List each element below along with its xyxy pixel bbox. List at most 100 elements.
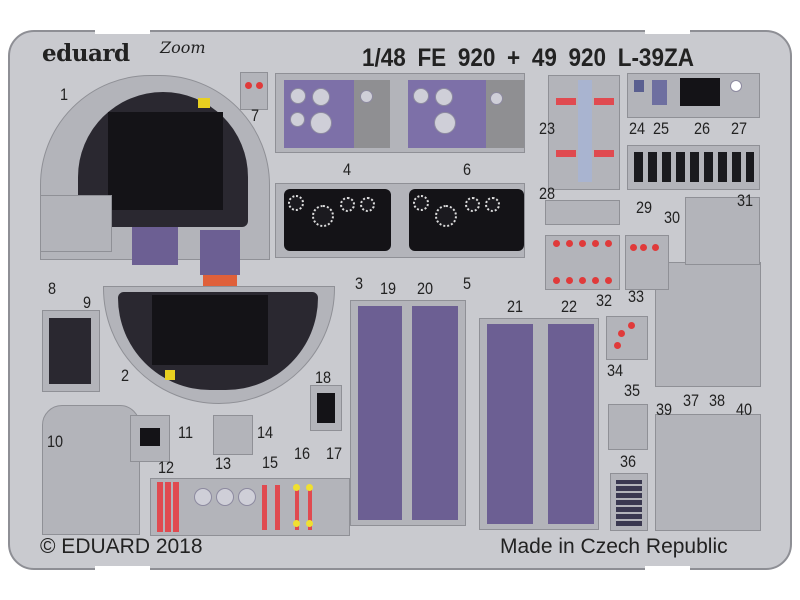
red-knob — [592, 240, 599, 247]
buckle — [194, 488, 212, 506]
origin-text: Made in Czech Republic — [500, 535, 728, 558]
part-20-side-panel — [412, 306, 458, 520]
red-knob — [579, 240, 586, 247]
part-39-40 — [655, 414, 761, 531]
red-knob — [566, 240, 573, 247]
part-number: 29 — [636, 198, 653, 217]
part-number: 7 — [251, 106, 260, 125]
part-number: 24 — [629, 119, 646, 138]
part-23-28-column — [578, 80, 592, 182]
parts-12-17-strip — [150, 478, 350, 536]
gauge — [312, 88, 330, 106]
part-number: 28 — [539, 184, 556, 203]
copyright-text: © EDUARD 2018 — [40, 535, 203, 558]
part-number: 32 — [596, 291, 613, 310]
sprue-gap — [95, 566, 150, 572]
part-2-yellow-switch — [165, 370, 175, 380]
part-number: 8 — [48, 279, 57, 298]
part-11-face — [140, 428, 160, 446]
red-knob — [630, 244, 637, 251]
gauge — [312, 205, 334, 227]
part-25 — [652, 80, 667, 105]
part-number: 40 — [736, 400, 753, 419]
part-number: 39 — [656, 400, 673, 419]
part-1-screen — [108, 112, 223, 210]
part-2-upper-panel — [200, 230, 240, 275]
buckle — [238, 488, 256, 506]
gauge — [435, 88, 453, 106]
gauge — [290, 112, 305, 127]
part-14 — [213, 415, 253, 455]
part-number: 1 — [60, 85, 69, 104]
part-number: 25 — [653, 119, 670, 138]
part-number: 34 — [607, 361, 624, 380]
part-19-side-panel — [358, 306, 402, 520]
part-number: 21 — [507, 297, 524, 316]
switch-row — [634, 152, 754, 182]
set-title: 1/48 FE 920 + 49 920 L-39ZA — [362, 44, 694, 72]
part-number: 18 — [315, 368, 332, 387]
part-12-red-straps — [157, 482, 181, 532]
gauge — [485, 197, 500, 212]
part-number: 6 — [463, 160, 472, 179]
gauge — [360, 197, 375, 212]
part-27 — [730, 80, 742, 92]
part-number: 30 — [664, 208, 681, 227]
red-knob — [618, 330, 625, 337]
part-number: 10 — [47, 432, 64, 451]
gauge — [413, 88, 429, 104]
part-number: 36 — [620, 452, 637, 471]
red-knob — [628, 322, 635, 329]
part-24 — [634, 80, 644, 92]
red-knob — [652, 244, 659, 251]
part-21-side-panel — [487, 324, 533, 524]
gauge — [465, 197, 480, 212]
part-16-strap — [295, 485, 299, 530]
gauge — [413, 195, 429, 211]
red-pedal — [556, 150, 576, 157]
red-knob — [605, 240, 612, 247]
part-34 — [606, 316, 648, 360]
red-knob — [640, 244, 647, 251]
eduard-logo: eduard — [42, 40, 130, 67]
yellow-buckle — [306, 520, 313, 527]
part-35 — [608, 404, 648, 450]
red-knob — [614, 342, 621, 349]
part-1-stem — [132, 227, 178, 265]
gauge — [360, 90, 373, 103]
part-number: 31 — [737, 191, 754, 210]
red-knob — [592, 277, 599, 284]
part-7 — [240, 72, 268, 110]
gauge — [288, 195, 304, 211]
part-18-face — [317, 393, 335, 423]
part-number: 13 — [215, 454, 232, 473]
sprue-gap — [645, 28, 690, 34]
gauge — [310, 112, 332, 134]
part-number: 26 — [694, 119, 711, 138]
part-10-seat — [42, 405, 140, 535]
part-36-buttons — [616, 480, 642, 526]
part-16-strap — [308, 485, 312, 530]
part-number: 20 — [417, 279, 434, 298]
sprue-gap — [95, 28, 150, 34]
gauge — [434, 112, 456, 134]
part-number: 37 — [683, 391, 700, 410]
red-knob — [245, 82, 252, 89]
yellow-buckle — [293, 520, 300, 527]
part-15-strap — [275, 485, 280, 530]
red-knob — [579, 277, 586, 284]
part-number: 16 — [294, 444, 311, 463]
sprue-gap — [645, 566, 690, 572]
part-number: 19 — [380, 279, 397, 298]
part-2-screen — [152, 295, 268, 365]
part-number: 14 — [257, 423, 274, 442]
gauge — [340, 197, 355, 212]
red-knob — [256, 82, 263, 89]
part-15-strap — [262, 485, 267, 530]
part-number: 35 — [624, 381, 641, 400]
gauge — [490, 92, 503, 105]
part-11 — [130, 415, 170, 462]
red-pedal — [556, 98, 576, 105]
yellow-buckle — [293, 484, 300, 491]
red-knob — [605, 277, 612, 284]
